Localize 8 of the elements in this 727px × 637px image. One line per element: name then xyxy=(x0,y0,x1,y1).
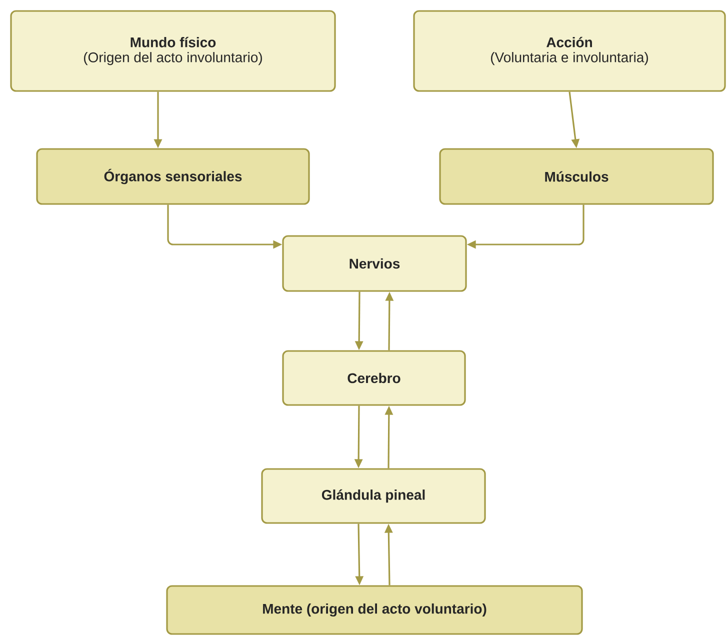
process-box: Cerebro xyxy=(282,350,466,406)
process-box: Mundo físico (Origen del acto involuntario) xyxy=(10,10,336,92)
process-box: Músculos xyxy=(439,148,714,205)
process-box: Nervios xyxy=(282,235,467,292)
process-box: Mente (origen del acto voluntario) xyxy=(166,585,583,635)
process-box: Glándula pineal xyxy=(261,468,486,524)
process-box: Órganos sensoriales xyxy=(36,148,310,205)
process-box: Acción (Voluntaria e involuntaria) xyxy=(413,10,726,92)
